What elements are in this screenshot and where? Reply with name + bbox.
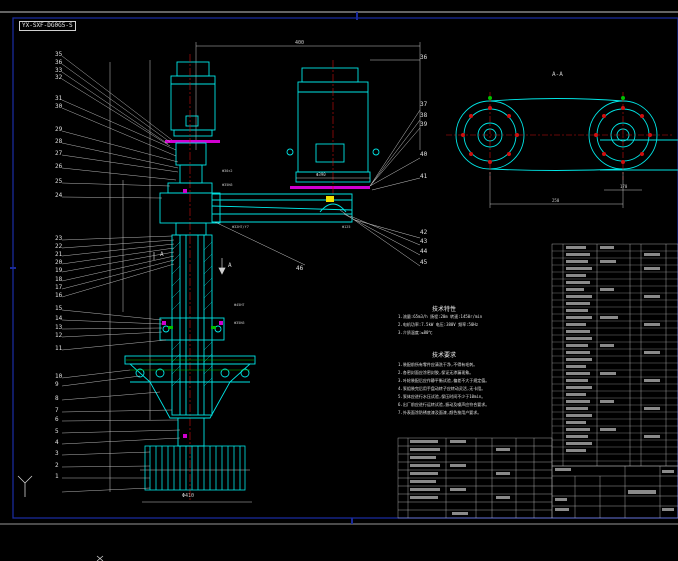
callout-left-30: 30	[55, 103, 63, 110]
callout-left-28: 28	[55, 138, 63, 145]
callout-right-42: 42	[420, 229, 428, 236]
callout-left-14: 14	[55, 315, 63, 322]
svg-text:400: 400	[295, 40, 304, 46]
callout-left-12: 12	[55, 332, 63, 339]
svg-text:170: 170	[620, 184, 628, 189]
callout-right-45: 45	[420, 259, 428, 266]
callout-left-29: 29	[55, 126, 63, 133]
svg-text:Φ125: Φ125	[342, 225, 350, 229]
parts-list-ink	[566, 246, 660, 452]
callout-left-18: 18	[55, 276, 63, 283]
callout-right-38: 38	[420, 112, 428, 119]
section-mark-left: A	[160, 251, 164, 258]
drawing-tag: YX-SXF-DG0G5-S	[19, 21, 76, 31]
title-block-ink	[555, 468, 674, 511]
callout-right-37: 37	[420, 101, 428, 108]
callout-left-33: 33	[55, 67, 63, 74]
svg-text:Φ410: Φ410	[182, 493, 194, 499]
callout-left-17: 17	[55, 284, 63, 291]
callout-left-4: 4	[55, 439, 59, 446]
callout-left-21: 21	[55, 251, 63, 258]
callout-left-15: 15	[55, 305, 63, 312]
callout-left-20: 20	[55, 259, 63, 266]
tech-req-line-3: 3.叶轮装配后应作静平衡试验,偏差不大于规定值。	[398, 378, 490, 383]
callout-left-24: 24	[55, 192, 63, 199]
svg-text:Φ30×2: Φ30×2	[222, 169, 233, 173]
callout-left-5: 5	[55, 428, 59, 435]
ucs-icon	[17, 475, 104, 561]
svg-text:Φ35K6: Φ35K6	[222, 183, 233, 187]
callout-left-19: 19	[55, 267, 63, 274]
section-mark-right: A	[228, 262, 232, 269]
callout-left-27: 27	[55, 150, 63, 157]
tech-req-line-2: 2.各密封面应涂密封胶,保证无渗漏现象。	[398, 370, 474, 375]
bottom-parts-ink	[410, 440, 510, 515]
callout-left-36: 36	[55, 59, 63, 66]
callout-left-35: 35	[55, 51, 63, 58]
section-a-a: A-A	[446, 71, 678, 208]
tech-req-line-5: 5.泵体应进行水压试验,保压时间不少于10min。	[398, 394, 486, 399]
callout-left-11: 11	[55, 345, 63, 352]
callout-right-41: 41	[420, 173, 428, 180]
callout-left-25: 25	[55, 178, 63, 185]
tech-req-title: 技术要求	[432, 352, 457, 359]
svg-text:250: 250	[552, 198, 560, 203]
callout-left-3: 3	[55, 450, 59, 457]
svg-text:Φ32H7/f7: Φ32H7/f7	[232, 225, 249, 229]
callout-left-1: 1	[55, 473, 59, 480]
callout-left-2: 2	[55, 462, 59, 469]
callout-right-44: 44	[420, 248, 428, 255]
callout-left-26: 26	[55, 163, 63, 170]
svg-text:Φ45H7: Φ45H7	[234, 303, 245, 307]
callout-left-9: 9	[55, 381, 59, 388]
callout-right-40: 40	[420, 151, 428, 158]
callout-left-13: 13	[55, 324, 63, 331]
callout-right-43: 43	[420, 238, 428, 245]
tech-req-line-6: 6.出厂前应进行运转试验,振动及噪声应符合要求。	[398, 402, 490, 407]
parts-list-rows	[552, 250, 678, 462]
callout-left-32: 32	[55, 74, 63, 81]
callout-left-7: 7	[55, 407, 59, 414]
callout-left-6: 6	[55, 416, 59, 423]
callout-right-39: 39	[420, 121, 428, 128]
drawing-frame	[0, 11, 678, 561]
callout-left-10: 10	[55, 373, 63, 380]
tech-spec-line-1: 1.流量:65m3/h 扬程:20m 转速:1450r/min	[398, 314, 483, 319]
tech-req-line-7: 7.外表面涂防锈底漆及面漆,颜色按用户要求。	[398, 410, 482, 415]
tech-spec-title: 技术特性	[432, 306, 457, 313]
svg-text:Φ35K6: Φ35K6	[234, 321, 245, 325]
tech-req-line-1: 1.装配前所有零件应清洗干净,不得有毛刺。	[398, 362, 478, 367]
callout-left-16: 16	[55, 292, 63, 299]
callout-right-46: 46	[296, 265, 304, 272]
tech-spec-line-2: 2.电机功率:7.5kW 电压:380V 频率:50Hz	[398, 322, 479, 327]
callout-left-22: 22	[55, 243, 63, 250]
section-title: A-A	[552, 71, 563, 78]
svg-text:Φ390: Φ390	[316, 172, 326, 177]
pump-side-view: Φ390 Φ125	[211, 59, 421, 267]
tech-spec-line-3: 3.介质温度:≤80℃	[398, 330, 433, 335]
bottom-parts-list	[397, 437, 553, 519]
callout-left-8: 8	[55, 395, 59, 402]
title-block	[551, 465, 678, 519]
callout-left-31: 31	[55, 95, 63, 102]
parts-list	[551, 243, 678, 467]
tech-req-line-4: 4.泵组装完后用手盘动转子应转动灵活,无卡阻。	[398, 386, 486, 391]
pump-front-view: 400 Φ410	[61, 40, 421, 503]
callout-right-36: 36	[420, 54, 428, 61]
callout-left-23: 23	[55, 235, 63, 242]
